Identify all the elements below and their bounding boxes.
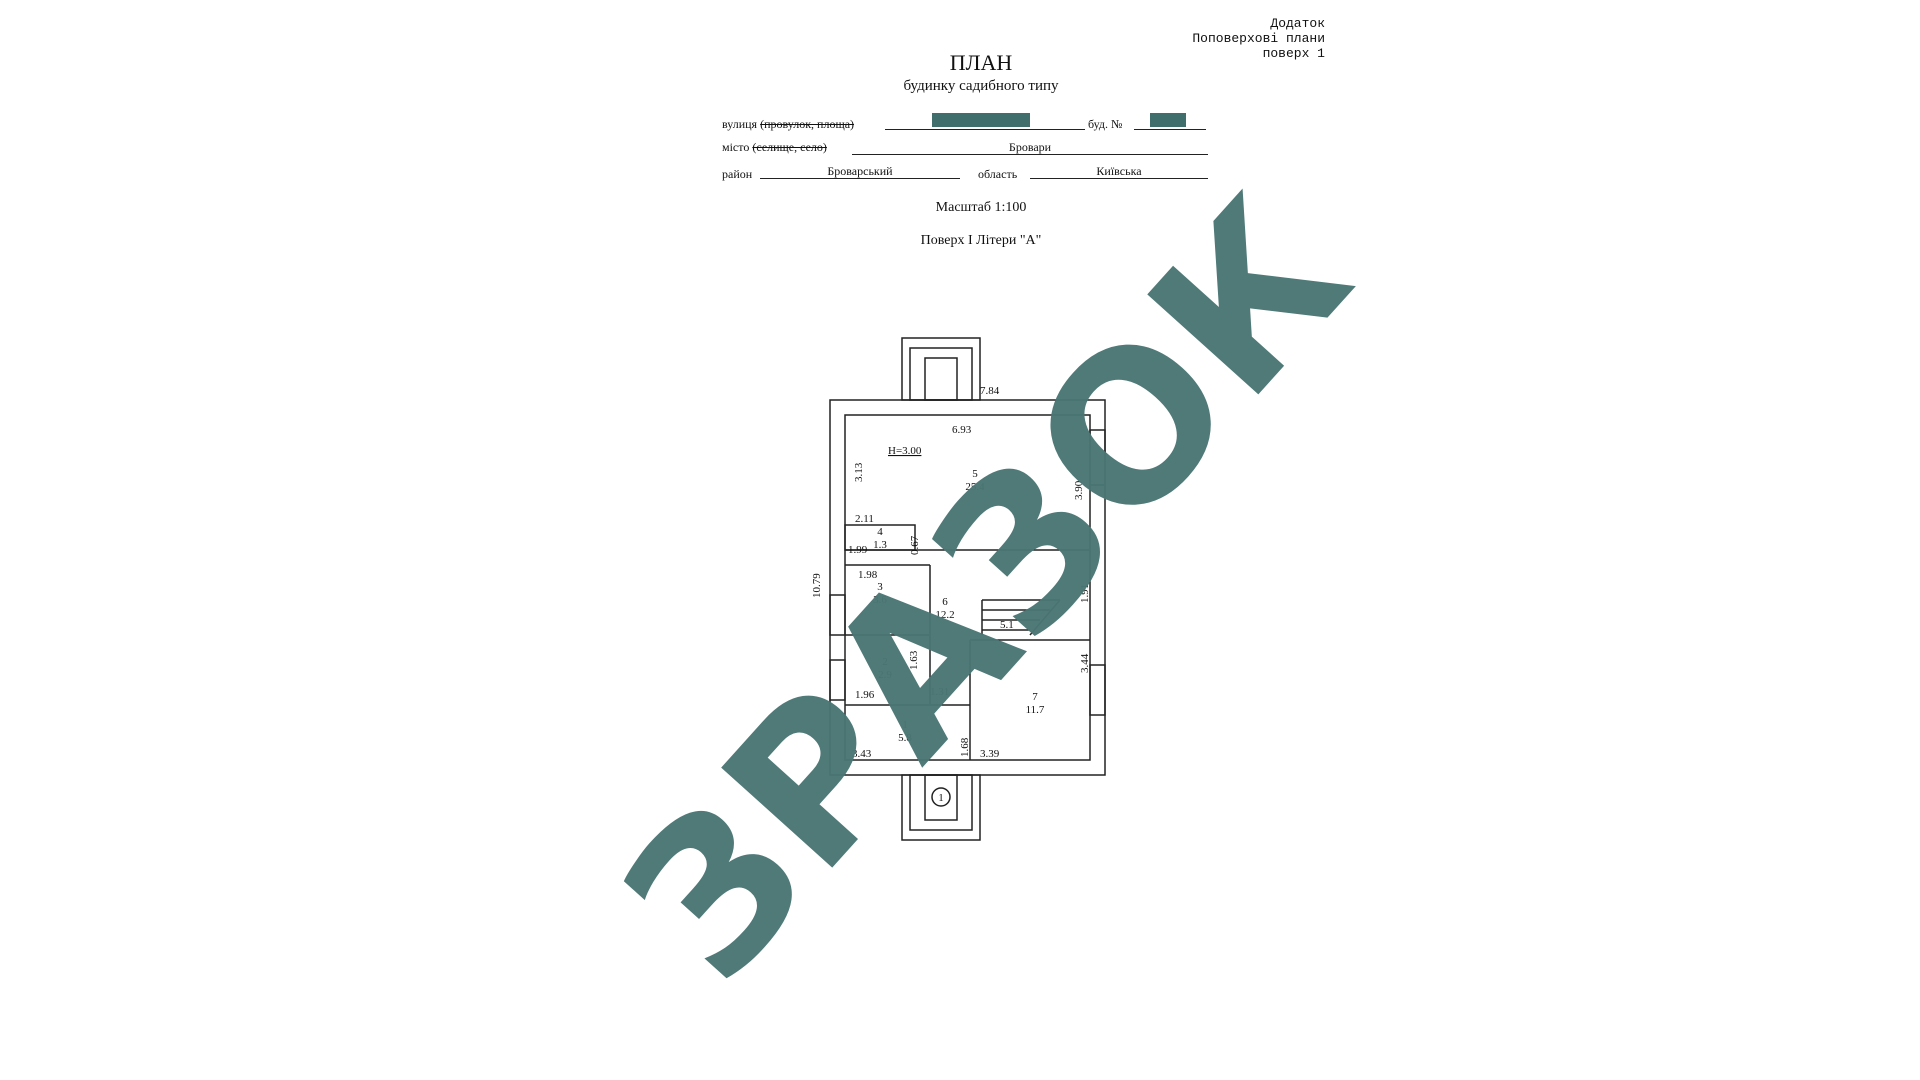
city-label: місто (селище, село) [722, 140, 827, 155]
dim-room7-bottom: 3.39 [980, 748, 1000, 760]
room2-number: 2 [882, 656, 888, 668]
street-struck-text: (провулок, площа) [760, 117, 855, 131]
city-label-text: місто [722, 140, 750, 154]
room3-area: 3.6 [873, 594, 887, 606]
dim-room1-bottom: 3.43 [852, 748, 872, 760]
street-redaction [932, 113, 1030, 127]
dim-total-height: 10.79 [811, 573, 823, 598]
room1-number: 1 [902, 719, 908, 731]
street-label-text: вулиця [722, 117, 758, 131]
room4-number: 4 [877, 526, 883, 538]
room6-area: 12.2 [935, 609, 954, 621]
dim-room7-right: 3.44 [1079, 653, 1091, 673]
dim-room2-right: 1.63 [908, 650, 920, 670]
dim-closet-bottom: 1.99 [848, 544, 868, 556]
city-value: Бровари [852, 140, 1208, 155]
window-right-top [1089, 429, 1106, 486]
bottom-porch-step [924, 774, 958, 821]
region-value: Київська [1030, 164, 1208, 179]
room7-area: 11.7 [1026, 704, 1045, 716]
plan-labels: 7.84 6.93 Н=3.00 3.13 3.90 2.11 1.99 0.6… [811, 385, 1091, 804]
stamp-circle [931, 787, 951, 807]
street-label: вулиця (провулок, площа) [722, 117, 854, 132]
window-left-mid [829, 594, 846, 636]
scale-label: Масштаб 1:100 [935, 200, 1027, 215]
dim-room2-bottom: 1.96 [855, 689, 875, 701]
appendix-note: Додаток Поповерхові плани поверх 1 [1192, 16, 1325, 61]
dim-room6-right: 1.91 [1079, 584, 1091, 603]
document-subtitle: будинку садибного типу [903, 78, 1059, 94]
plan-walls [829, 337, 1106, 841]
city-struck-text: (селище, село) [752, 140, 827, 154]
dim-porch-top: 7.84 [980, 385, 1000, 397]
stair-label: 5.1 [1000, 619, 1014, 631]
appendix-line-2: Поповерхові плани [1192, 31, 1325, 46]
top-porch-step [924, 357, 958, 401]
room4-area: 1.3 [873, 539, 887, 551]
appendix-line-1: Додаток [1270, 16, 1325, 31]
window-right-bottom [1089, 664, 1106, 716]
stamp-number: 1 [938, 792, 944, 804]
room5-number: 5 [972, 468, 978, 480]
region-label: область [978, 167, 1018, 181]
street-value-line [885, 115, 1085, 130]
room2-area: 2.9 [878, 669, 892, 681]
district-label: район [722, 167, 753, 181]
floor-label: Поверх І Літери "А" [920, 233, 1042, 248]
room6-number: 6 [942, 596, 948, 608]
top-porch-inner [909, 347, 973, 401]
room3-number: 3 [877, 581, 883, 593]
dim-closet-top: 2.11 [855, 513, 874, 525]
window-left-bottom [829, 659, 846, 701]
dim-hall-mid: 1.31 [930, 686, 949, 698]
room7-number: 7 [1032, 691, 1038, 703]
room1-area: 5.8 [898, 732, 912, 744]
dim-room5-left: 3.13 [853, 462, 865, 482]
building-label: буд. № [1088, 117, 1123, 131]
height-label: Н=3.00 [888, 445, 922, 457]
stairs [981, 599, 1061, 636]
room5-area: 25.4 [965, 481, 985, 493]
dim-room3-top: 1.98 [858, 569, 878, 581]
closet-room4 [844, 524, 916, 551]
inner-wall [844, 414, 1091, 761]
dim-room5-width: 6.93 [952, 424, 972, 436]
building-value-line [1134, 115, 1206, 130]
district-value: Броварський [760, 164, 960, 179]
dim-room1-right: 1.68 [959, 737, 971, 757]
appendix-line-3: поверх 1 [1262, 46, 1325, 61]
document-title: ПЛАН [949, 50, 1013, 75]
building-redaction [1150, 113, 1186, 127]
dim-closet-right: 0.67 [909, 535, 921, 555]
dim-room5-right: 3.90 [1073, 480, 1085, 500]
